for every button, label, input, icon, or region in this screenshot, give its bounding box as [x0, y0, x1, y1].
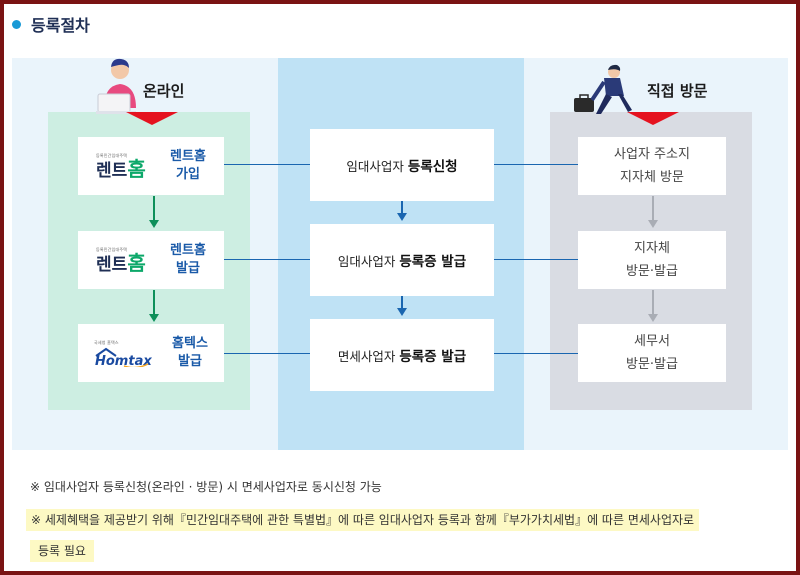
hometax-logo-icon: 국세청 홈택스 Homtax	[94, 339, 152, 367]
note-simultaneous-apply: ※ 임대사업자 등록신청(온라인 · 방문) 시 면세사업자로 동시신청 가능	[30, 480, 382, 494]
gray-down-arrow-icon	[648, 290, 658, 322]
online-step-renthome-issue: 등록민간임대주택 렌트홈 렌트홈 발급	[78, 231, 224, 289]
green-down-arrow-icon	[149, 290, 159, 322]
renthome-logo-icon: 등록민간임대주택 렌트홈	[96, 246, 146, 275]
step-label: 홈텍스 발급	[172, 336, 208, 369]
gray-down-arrow-icon	[648, 196, 658, 228]
online-label: 온라인	[143, 82, 185, 100]
bullet-dot-icon	[12, 19, 21, 29]
online-pointer-icon	[126, 112, 178, 125]
note-registration-required: 등록 필요	[30, 540, 94, 562]
connector-line	[494, 259, 578, 260]
connector-line	[224, 164, 310, 165]
green-down-arrow-icon	[149, 196, 159, 228]
visit-label: 직접 방문	[647, 82, 708, 100]
connector-line	[224, 353, 310, 354]
section-heading: 등록절차	[12, 12, 90, 36]
connector-line	[494, 164, 578, 165]
blue-down-arrow-icon	[397, 296, 407, 316]
visit-step-local-office: 사업자 주소지 지자체 방문	[578, 137, 726, 195]
note-tax-benefit: ※ 세제혜택을 제공받기 위해『민간임대주택에 관한 특별법』에 따른 임대사업…	[26, 509, 700, 531]
step-label: 렌트홈 가입	[170, 149, 206, 182]
visit-step-tax-office-issue: 세무서 방문·발급	[578, 324, 726, 382]
step-label: 렌트홈 발급	[170, 243, 206, 276]
connector-line	[494, 353, 578, 354]
visit-pointer-icon	[627, 112, 679, 125]
online-step-hometax-issue: 국세청 홈택스 Homtax 홈텍스 발급	[78, 324, 224, 382]
online-user-illustration-icon	[96, 58, 136, 114]
section-title: 등록절차	[31, 16, 90, 35]
renthome-logo-icon: 등록민간임대주택 렌트홈	[96, 152, 146, 181]
online-step-renthome-join: 등록민간임대주택 렌트홈 렌트홈 가입	[78, 137, 224, 195]
connector-line	[224, 259, 310, 260]
visit-step-local-issue: 지자체 방문·발급	[578, 231, 726, 289]
hometax-logo-text: Homtax	[95, 354, 152, 367]
blue-down-arrow-icon	[397, 201, 407, 221]
visit-walking-person-icon	[574, 64, 632, 114]
